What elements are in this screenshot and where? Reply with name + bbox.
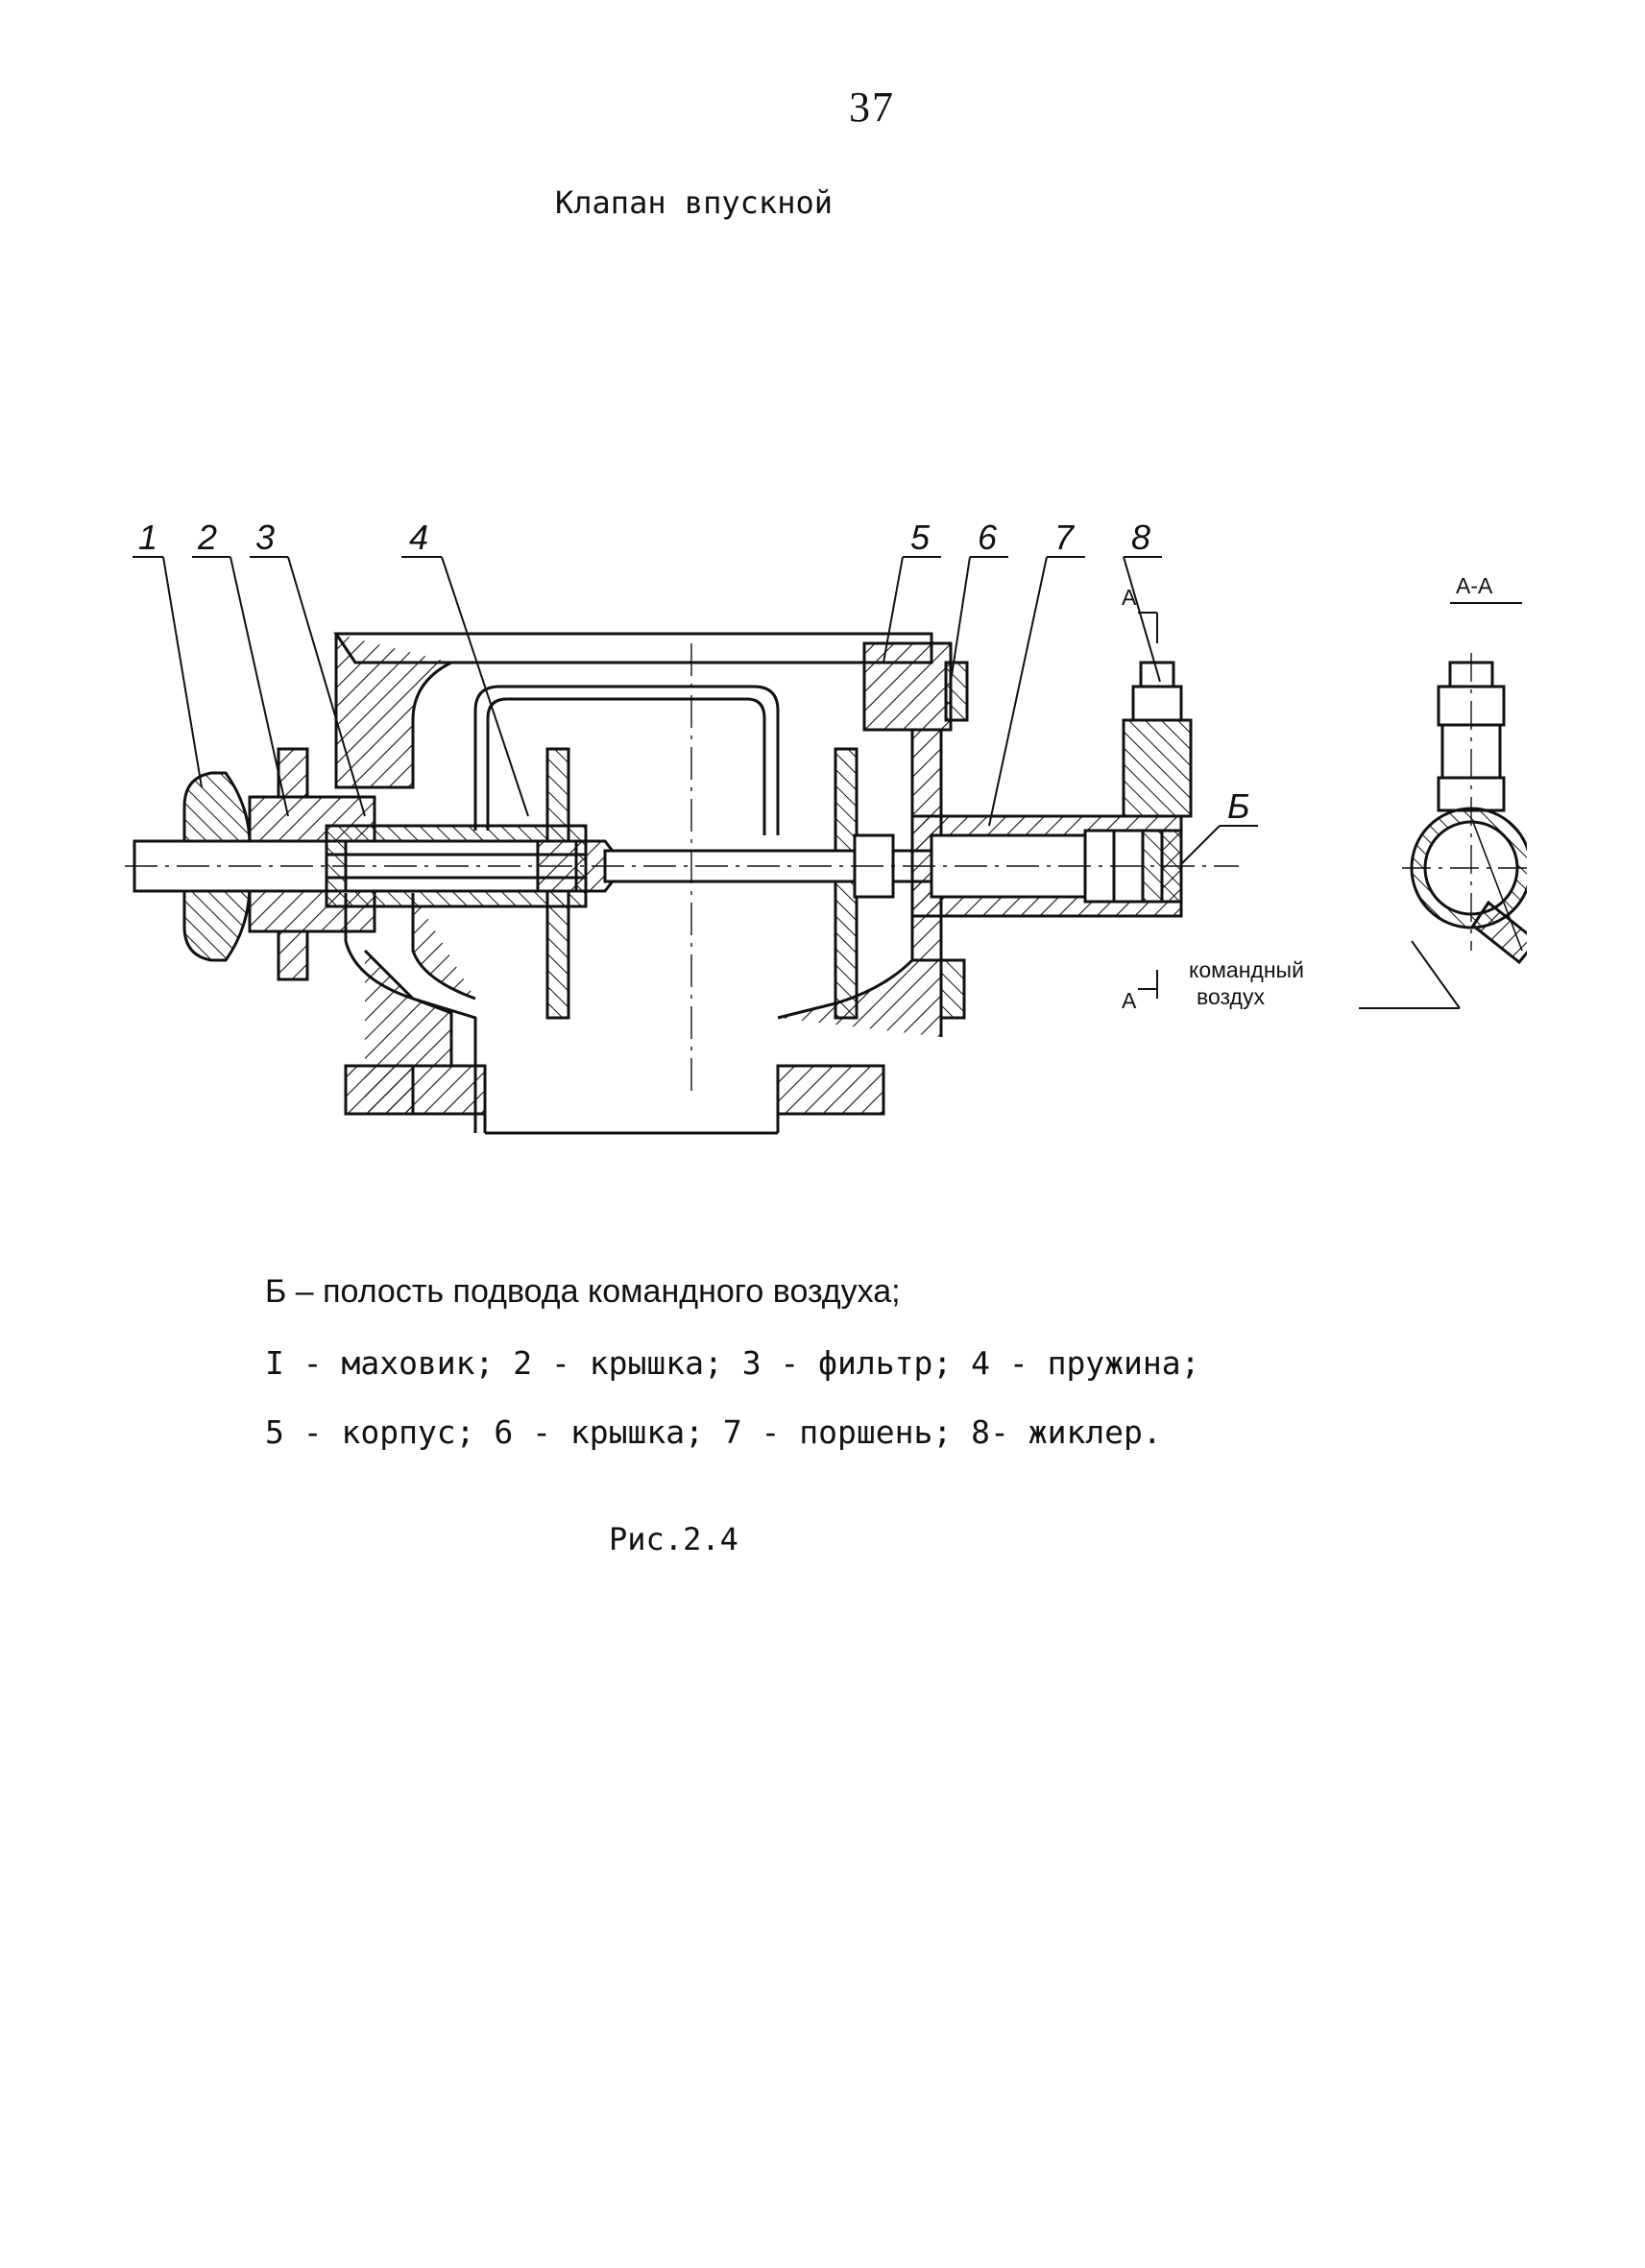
- bottom-left-flange: [344, 1064, 487, 1116]
- legend-line-2: I - маховик; 2 - крышка; 3 - фильтр; 4 -…: [265, 1344, 1200, 1382]
- section-marker-bottom: А: [1122, 988, 1137, 1013]
- cover-6-bottom: [939, 958, 966, 1020]
- section-marker-top: А: [1122, 585, 1137, 610]
- page-title: Клапан впускной: [555, 184, 833, 221]
- section-title: А-А: [1456, 573, 1493, 598]
- callout-4: 4: [409, 518, 428, 557]
- section-view-a-a: [1402, 653, 1527, 965]
- cover-6-top: [944, 661, 969, 722]
- callout-6: 6: [978, 518, 998, 557]
- cavity-label: Б: [1227, 786, 1249, 826]
- figure-caption: Рис.2.4: [609, 1521, 738, 1557]
- callout-3: 3: [255, 518, 275, 557]
- page-number: 37: [849, 84, 895, 131]
- callout-8: 8: [1131, 518, 1150, 557]
- main-view: [125, 632, 1239, 1135]
- section-fitting: [1470, 900, 1527, 965]
- legend-line-3: 5 - корпус; 6 - крышка; 7 - поршень; 8- …: [265, 1413, 1162, 1451]
- spring-cage: [473, 685, 780, 835]
- callout-5: 5: [910, 518, 931, 557]
- callout-numbers: 1 2 3 4 5 6 7 8 Б А А А-А командный возд…: [138, 518, 1493, 1013]
- command-air-label-1: командный: [1189, 957, 1304, 982]
- callout-leaders: [133, 556, 1522, 1009]
- jet-8: [1122, 718, 1193, 818]
- callout-2: 2: [197, 518, 217, 557]
- legend-line-1: Б – полость подвода командного воздуха;: [265, 1273, 901, 1310]
- callout-7: 7: [1054, 518, 1076, 557]
- callout-1: 1: [138, 518, 157, 557]
- valve-technical-drawing: 1 2 3 4 5 6 7 8 Б А А А-А командный возд…: [125, 518, 1527, 1135]
- housing-right-block: [862, 641, 953, 732]
- bottom-right-flange: [776, 1064, 885, 1116]
- command-air-label-2: воздух: [1197, 984, 1265, 1009]
